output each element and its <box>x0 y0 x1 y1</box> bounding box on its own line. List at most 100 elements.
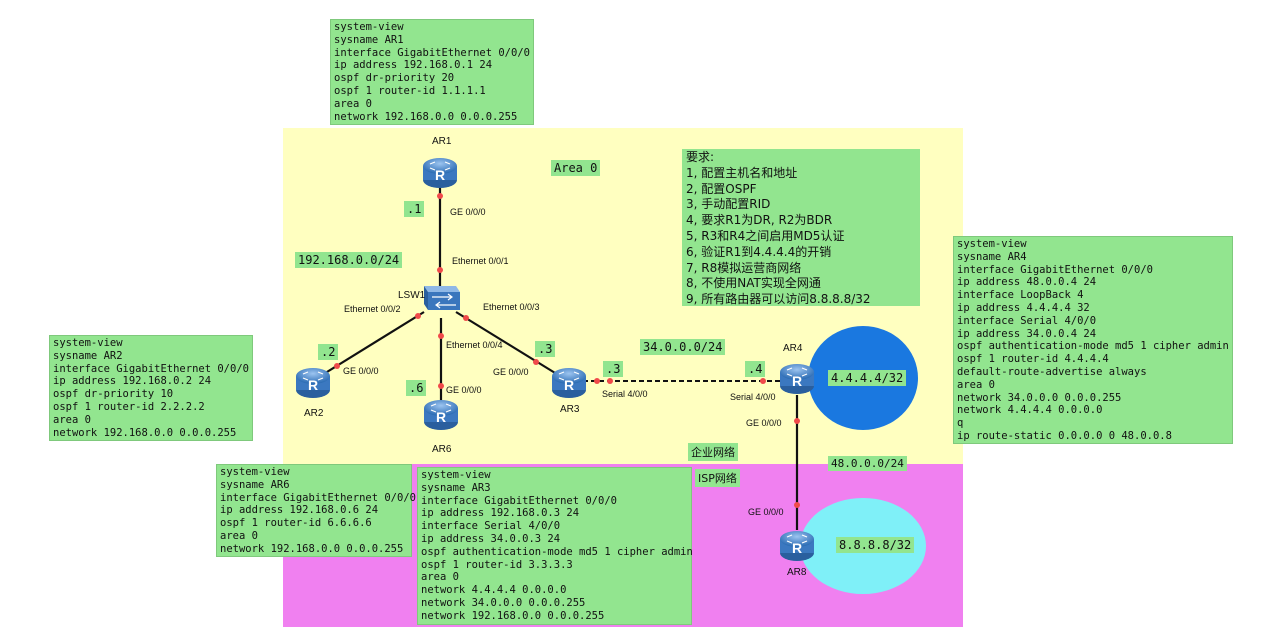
config-line: ip address 192.168.0.3 24 <box>421 507 580 520</box>
port-dot <box>463 315 469 321</box>
ip-suffix-ar2: .2 <box>318 344 339 360</box>
config-line: ospf 1 router-id 1.1.1.1 <box>334 84 486 97</box>
config-line: network 192.168.0.0 0.0.0.255 <box>53 426 237 439</box>
ip-suffix-ar3-serial: .3 <box>603 361 624 377</box>
port-dot <box>334 363 340 369</box>
config-line: system-view <box>421 469 491 481</box>
config-line: area 0 <box>421 571 459 584</box>
config-line: network 192.168.0.0 0.0.0.255 <box>334 110 518 123</box>
config-line: area 0 <box>334 97 372 110</box>
port-ar3-serial: Serial 4/0/0 <box>602 389 648 399</box>
device-label-ar3: AR3 <box>560 404 580 415</box>
config-line: ip address 4.4.4.4 32 <box>957 301 1090 314</box>
requirement-line: 8, 不使用NAT实现全网通 <box>686 276 821 291</box>
config-line: system-view <box>220 466 290 478</box>
requirement-line: 要求: <box>686 150 715 164</box>
port-ar1-ge: GE 0/0/0 <box>450 207 486 217</box>
config-line: ospf 1 router-id 6.6.6.6 <box>220 517 372 530</box>
config-line: ip address 192.168.0.1 24 <box>334 59 493 72</box>
requirement-line: 7, R8模拟运营商网络 <box>686 260 802 275</box>
enterprise-label: 企业网络 <box>688 443 738 461</box>
config-line: network 192.168.0.0 0.0.0.255 <box>421 609 605 622</box>
port-dot <box>437 193 443 199</box>
config-line: default-route-advertise always <box>957 365 1147 378</box>
port-ar4-serial: Serial 4/0/0 <box>730 392 776 402</box>
config-line: ospf authentication-mode md5 1 cipher ad… <box>421 545 693 558</box>
area0-label: Area 0 <box>551 160 601 176</box>
port-lsw-e3: Ethernet 0/0/3 <box>483 302 540 312</box>
router-ar3-icon <box>551 367 587 399</box>
port-lsw-e2: Ethernet 0/0/2 <box>344 304 401 314</box>
loopback-8-label: 8.8.8.8/32 <box>836 537 915 553</box>
router-ar4-icon <box>779 363 815 395</box>
lan-network-label: 192.168.0.0/24 <box>295 252 403 268</box>
config-line: network 34.0.0.0 0.0.0.255 <box>957 391 1122 404</box>
loopback-4-label: 4.4.4.4/32 <box>828 370 907 386</box>
config-line: system-view <box>334 21 404 33</box>
device-label-ar2: AR2 <box>304 408 324 419</box>
config-line: system-view <box>53 337 123 349</box>
config-line: interface LoopBack 4 <box>957 289 1084 302</box>
requirement-line: 4, 要求R1为DR, R2为BDR <box>686 213 833 228</box>
config-line: area 0 <box>53 413 91 426</box>
router-ar2-icon <box>295 367 331 399</box>
wan-network-label: 34.0.0.0/24 <box>640 339 726 355</box>
config-line: network 192.168.0.0 0.0.0.255 <box>220 542 404 555</box>
config-line: area 0 <box>220 529 258 542</box>
device-label-ar1: AR1 <box>432 136 452 147</box>
config-line: ospf 1 router-id 2.2.2.2 <box>53 400 205 413</box>
port-dot <box>607 378 613 384</box>
port-dot <box>794 418 800 424</box>
port-lsw-e4: Ethernet 0/0/4 <box>446 340 503 350</box>
ip-suffix-ar3-ge: .3 <box>535 341 556 357</box>
config-line: q <box>957 417 964 430</box>
config-line: sysname AR3 <box>421 481 491 494</box>
config-line: interface GigabitEthernet 0/0/0 <box>957 263 1153 276</box>
router-ar6-icon <box>423 399 459 431</box>
port-dot <box>594 378 600 384</box>
config-line: ip address 192.168.0.6 24 <box>220 504 379 517</box>
isp-label: ISP网络 <box>695 469 740 487</box>
port-dot <box>533 359 539 365</box>
port-ar6-ge: GE 0/0/0 <box>446 385 482 395</box>
config-line: sysname AR4 <box>957 250 1027 263</box>
port-dot <box>760 378 766 384</box>
port-dot <box>415 313 421 319</box>
config-line: ospf dr-priority 10 <box>53 388 174 401</box>
config-line: ip address 34.0.0.4 24 <box>957 327 1097 340</box>
config-line: ip address 48.0.0.4 24 <box>957 276 1097 289</box>
config-line: sysname AR1 <box>334 33 404 46</box>
config-line: sysname AR2 <box>53 349 123 362</box>
port-dot <box>437 267 443 273</box>
config-line: ospf authentication-mode md5 1 cipher ad… <box>957 340 1229 353</box>
config-line: interface Serial 4/0/0 <box>421 520 561 533</box>
router-ar1-icon <box>422 157 458 189</box>
switch-lsw1-icon <box>424 286 460 310</box>
requirement-line: 2, 配置OSPF <box>686 181 757 196</box>
config-line: area 0 <box>957 378 995 391</box>
config-line: ospf dr-priority 20 <box>334 72 455 85</box>
config-line: ospf 1 router-id 3.3.3.3 <box>421 558 573 571</box>
link-lsw1-ar2 <box>313 311 425 381</box>
config-line: network 4.4.4.4 0.0.0.0 <box>421 584 567 597</box>
port-ar2-ge: GE 0/0/0 <box>343 366 379 376</box>
config-line: interface GigabitEthernet 0/0/0 <box>421 494 617 507</box>
ip-suffix-ar4-serial: .4 <box>745 361 766 377</box>
config-line: system-view <box>957 238 1027 250</box>
config-line: sysname AR6 <box>220 478 290 491</box>
port-dot <box>438 333 444 339</box>
requirement-line: 1, 配置主机名和地址 <box>686 165 798 180</box>
port-dot <box>438 383 444 389</box>
link-lsw1-ar3 <box>455 311 561 377</box>
config-line: interface Serial 4/0/0 <box>957 314 1097 327</box>
requirement-line: 5, R3和R4之间启用MD5认证 <box>686 228 845 243</box>
config-line: ip route-static 0.0.0.0 0 48.0.0.8 <box>957 429 1172 442</box>
isp-network-label: 48.0.0.0/24 <box>828 456 907 471</box>
requirement-line: 3, 手动配置RID <box>686 197 771 212</box>
